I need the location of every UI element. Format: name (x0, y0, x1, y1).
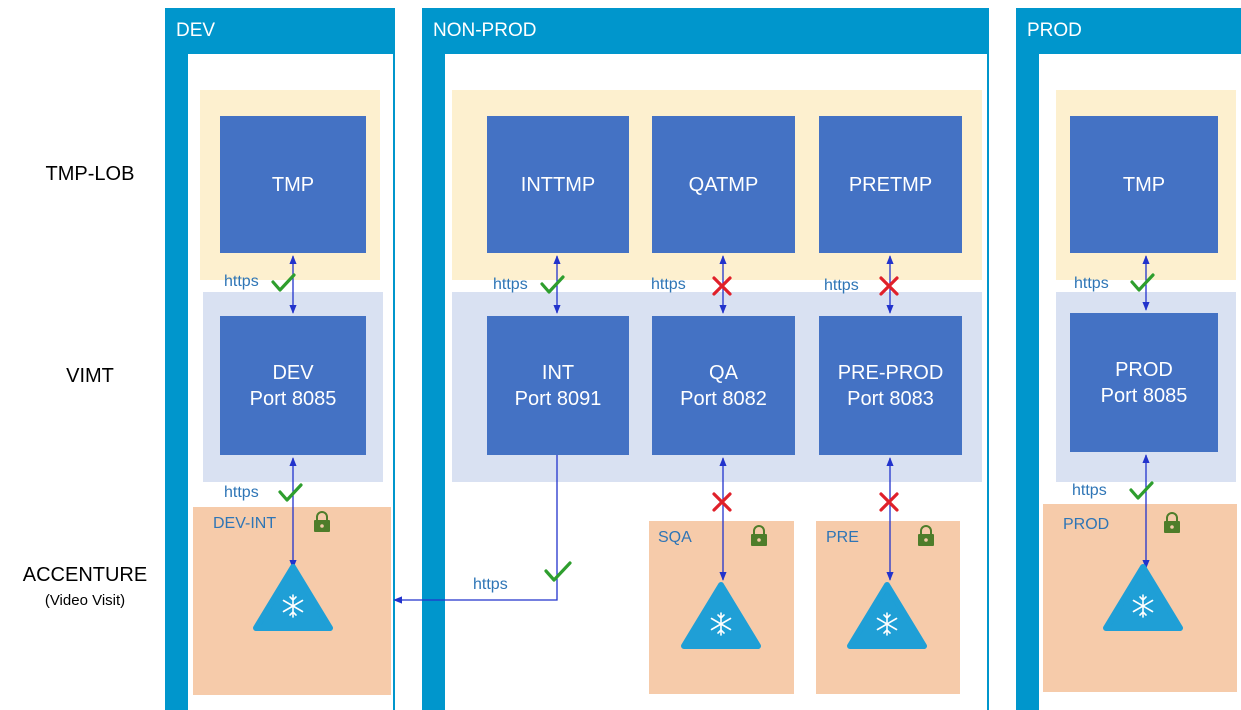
region-label-prod: PROD (1063, 516, 1110, 533)
check-icon (544, 561, 572, 582)
snowflake-logo-icon (847, 582, 927, 649)
vimt-box-dev-name: DEV (272, 361, 314, 384)
vimt-box-prod: PROD Port 8085 (1070, 313, 1218, 452)
arrow-int-to-dev-int (393, 455, 558, 604)
https-label-qa-top: https (651, 276, 686, 293)
check-icon (540, 275, 565, 294)
vimt-box-prod-port: Port 8085 (1100, 384, 1188, 407)
tmp-box-dev: TMP (220, 116, 366, 253)
snowflake-logo-icon (1103, 564, 1183, 631)
lock-icon (751, 525, 767, 546)
region-label-sqa: SQA (658, 529, 692, 546)
vimt-box-int-port: Port 8091 (514, 387, 602, 410)
vimt-box-qa: QA Port 8082 (652, 316, 795, 455)
row-label-accenture: ACCENTURE (22, 564, 148, 586)
check-icon (278, 483, 303, 502)
cross-icon (712, 276, 732, 296)
cross-icon (879, 276, 899, 296)
region-label-pre: PRE (826, 529, 859, 546)
check-icon (271, 273, 296, 292)
check-icon (1129, 481, 1154, 500)
cross-icon (879, 492, 899, 512)
tmp-box-int: INTTMP (487, 116, 629, 253)
tmp-box-prod: TMP (1070, 116, 1218, 253)
tmp-box-pre-label: PRETMP (848, 173, 933, 196)
vimt-box-pre-name: PRE-PROD (837, 361, 944, 384)
row-label-accenture-sub: (Video Visit) (44, 592, 126, 609)
https-label-int-top: https (493, 276, 528, 293)
vimt-box-dev: DEV Port 8085 (220, 316, 366, 455)
vimt-box-qa-port: Port 8082 (680, 387, 767, 410)
tmp-box-pre: PRETMP (819, 116, 962, 253)
row-label-tmp-lob: TMP-LOB (45, 163, 135, 185)
https-label-dev-top: https (224, 273, 259, 290)
https-label-dev-bottom: https (224, 484, 259, 501)
env-dev-title: DEV (176, 20, 216, 41)
tmp-box-prod-label: TMP (1122, 173, 1166, 196)
snowflake-logo-icon (681, 582, 761, 649)
vimt-box-prod-name: PROD (1115, 358, 1173, 381)
vimt-box-qa-name: QA (709, 361, 738, 384)
vimt-box-pre-port: Port 8083 (847, 387, 934, 410)
https-label-prod-top: https (1074, 275, 1109, 292)
vimt-box-int: INT Port 8091 (487, 316, 629, 455)
check-icon (1130, 273, 1155, 292)
vimt-box-int-name: INT (541, 361, 575, 384)
snowflake-logo-icon (253, 564, 333, 631)
vimt-box-dev-port: Port 8085 (249, 387, 337, 410)
env-prod-title: PROD (1027, 20, 1082, 41)
region-label-dev-int: DEV-INT (213, 515, 277, 532)
https-label-int-to-dev: https (473, 576, 508, 593)
tmp-box-qa-label: QATMP (688, 173, 759, 196)
tmp-box-int-label: INTTMP (520, 173, 596, 196)
vimt-box-pre: PRE-PROD Port 8083 (819, 316, 962, 455)
cross-icon (712, 492, 732, 512)
tmp-box-qa: QATMP (652, 116, 795, 253)
lock-icon (314, 511, 330, 532)
https-label-prod-bottom: https (1072, 482, 1107, 499)
https-label-pre-top: https (824, 277, 859, 294)
tmp-box-dev-label: TMP (271, 173, 315, 196)
env-nonprod-title: NON-PROD (433, 20, 537, 41)
row-label-vimt: VIMT (66, 365, 114, 387)
lock-icon (918, 525, 934, 546)
lock-icon (1164, 512, 1180, 533)
